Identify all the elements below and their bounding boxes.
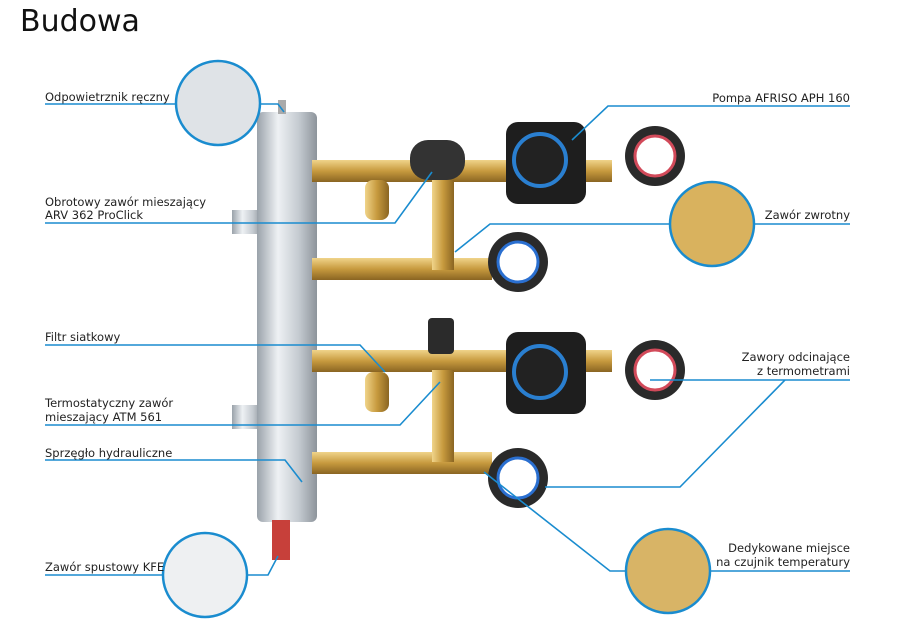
label-obrotowy-line2: ARV 362 ProClick [45,208,144,222]
label-sprzeglo: Sprzęgło hydrauliczne [45,446,173,460]
label-odpowietrznik: Odpowietrznik ręczny [45,90,170,104]
label-zwrotny: Zawór zwrotny [764,208,850,222]
label-obrotowy-line1: Obrotowy zawór mieszający [45,195,207,209]
label-filtr: Filtr siatkowy [45,330,121,344]
pump-lower [506,332,586,414]
label-termostatyczny-line2: mieszający ATM 561 [45,410,163,424]
label-czujnik-line1: Dedykowane miejsce [728,541,850,555]
detail-circles [161,59,756,619]
pump-upper [506,122,586,204]
label-pompa: Pompa AFRISO APH 160 [712,91,850,105]
label-czujnik-line2: na czujnik temperatury [716,555,850,569]
hydraulic-separator [232,100,317,560]
page-title: Budowa [20,4,140,39]
label-odcinajace-line1: Zawory odcinające [741,350,850,364]
label-spustowy: Zawór spustowy KFE [45,560,165,574]
label-termostatyczny-line1: Termostatyczny zawór [45,396,174,410]
callout-lines [45,103,850,576]
thermometer-gauges [488,126,685,508]
label-odcinajace-line2: z termometrami [757,364,850,378]
